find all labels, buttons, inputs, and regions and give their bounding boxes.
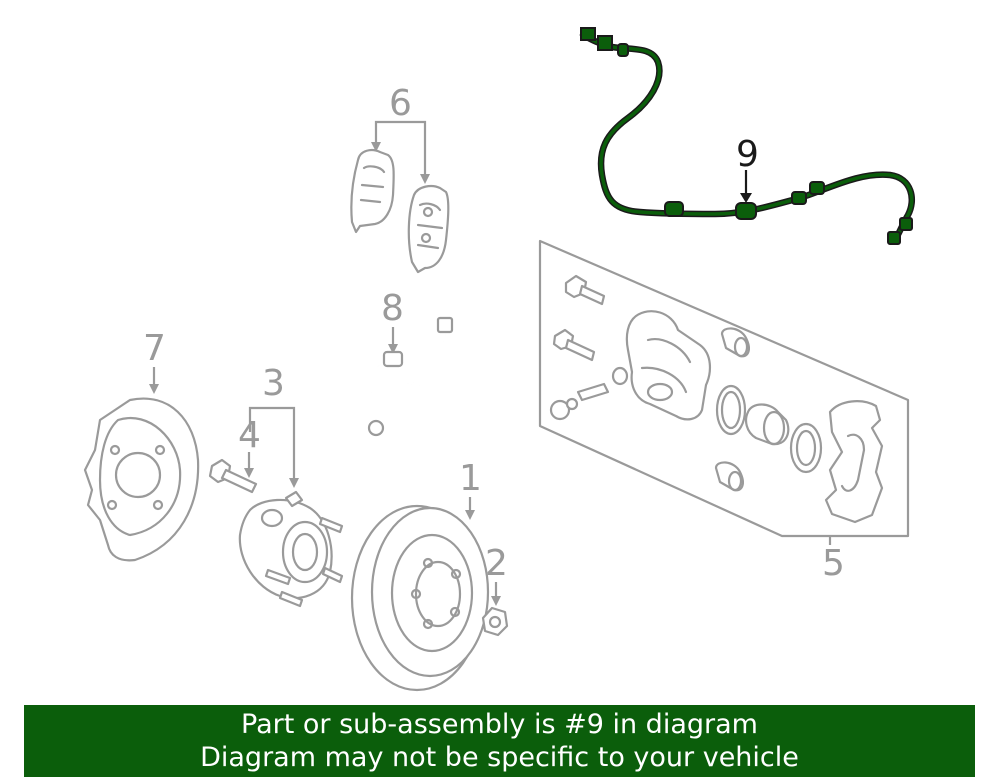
part-9-wheel-speed-sensor[interactable] bbox=[579, 27, 915, 245]
part-8-brake-hose[interactable] bbox=[367, 316, 454, 437]
callout-9: 9 bbox=[736, 134, 759, 175]
callout-8: 8 bbox=[381, 288, 404, 329]
arrow-9 bbox=[740, 193, 752, 203]
banner-line-2: Diagram may not be specific to your vehi… bbox=[200, 742, 799, 773]
callout-5: 5 bbox=[822, 543, 845, 584]
callout-6: 6 bbox=[389, 83, 412, 124]
callout-7: 7 bbox=[143, 328, 166, 369]
callout-2: 2 bbox=[485, 543, 508, 584]
callout-1: 1 bbox=[459, 458, 482, 499]
part-7-dust-shield[interactable] bbox=[83, 397, 200, 562]
part-4-hub-bolt[interactable] bbox=[208, 458, 258, 494]
callout-4: 4 bbox=[238, 415, 261, 456]
part-2-lug-nut[interactable] bbox=[481, 606, 509, 637]
leader-3 bbox=[248, 406, 296, 480]
leader-6 bbox=[374, 120, 427, 177]
part-6-brake-pads[interactable] bbox=[350, 149, 450, 274]
callout-3: 3 bbox=[262, 363, 285, 404]
part-5-caliper-assembly[interactable] bbox=[538, 239, 910, 538]
part-3-hub-assembly[interactable] bbox=[238, 490, 344, 608]
info-banner: Part or sub-assembly is #9 in diagram Di… bbox=[24, 705, 975, 777]
banner-line-1: Part or sub-assembly is #9 in diagram bbox=[241, 709, 758, 740]
part-1-brake-rotor[interactable] bbox=[350, 504, 490, 692]
